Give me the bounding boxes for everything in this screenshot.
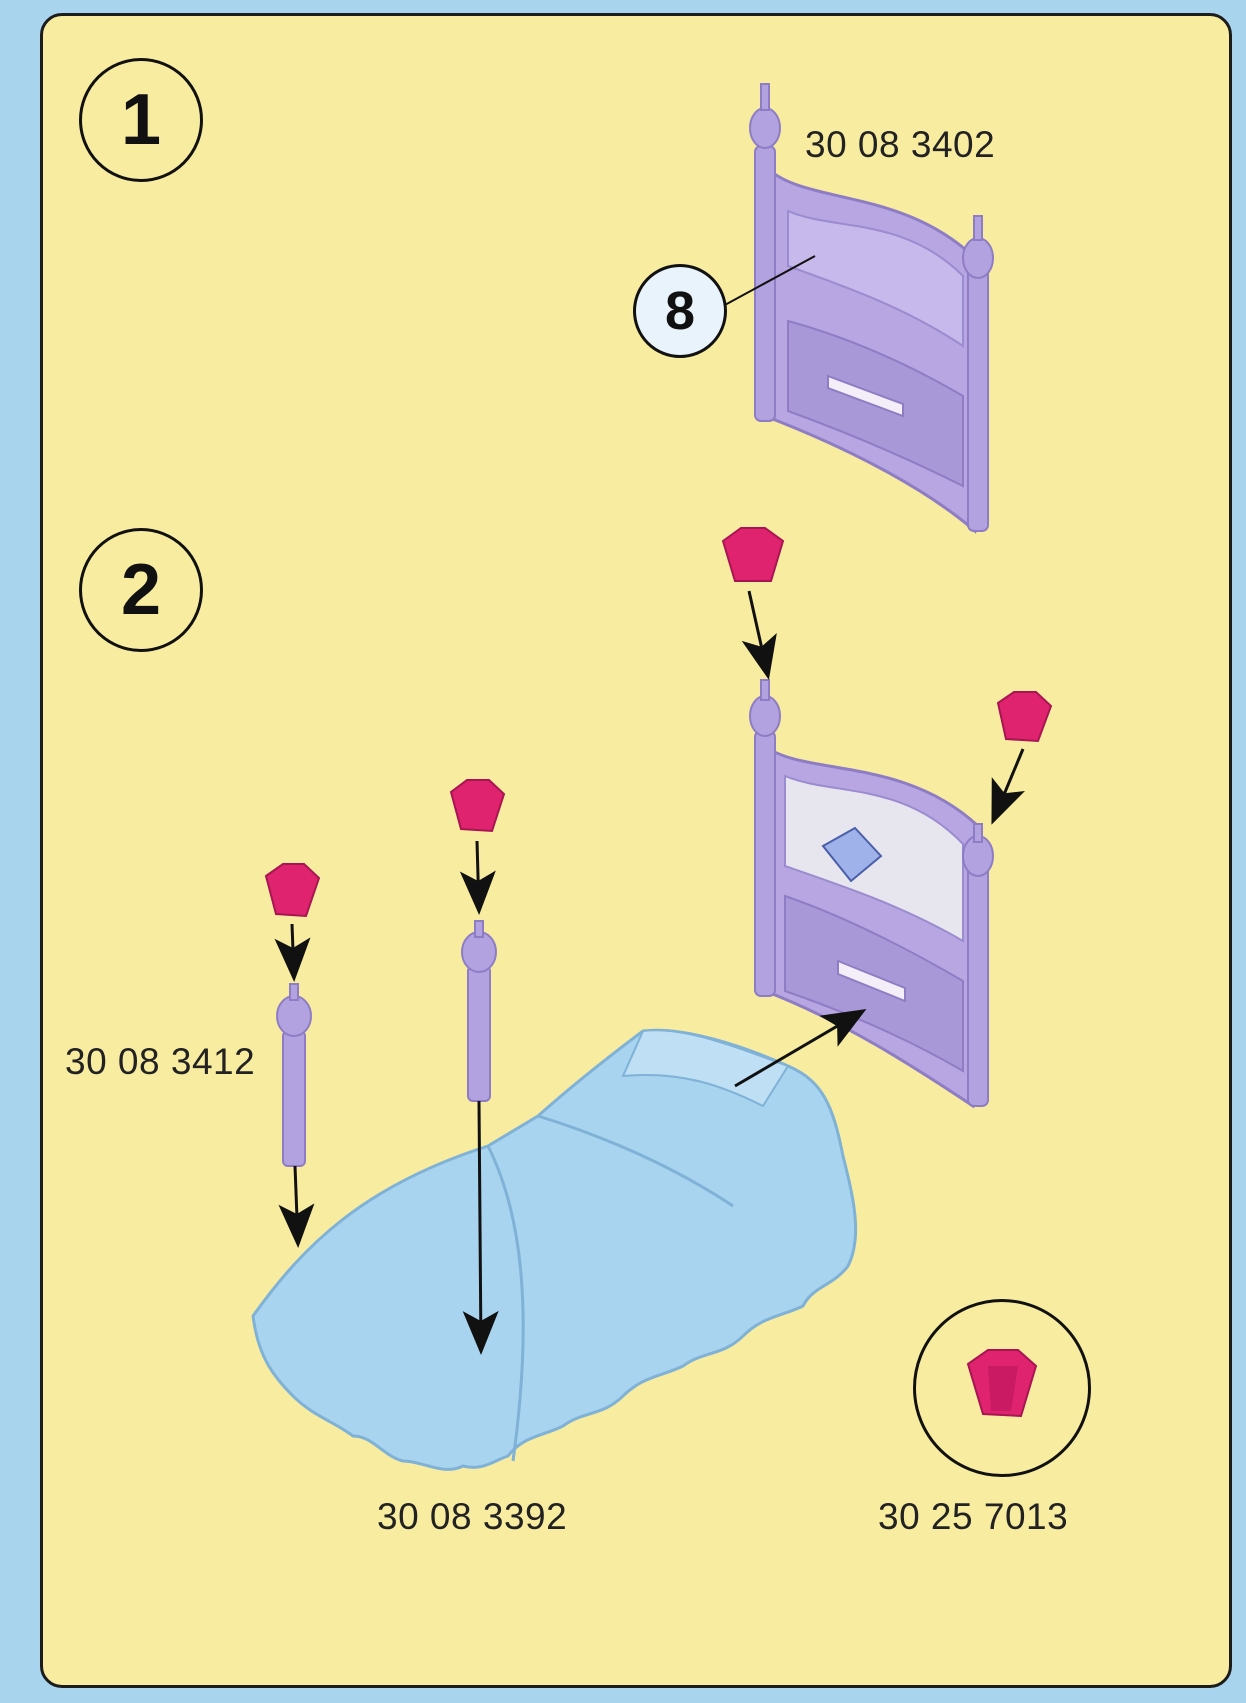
headboard-step2-graphic [750, 680, 993, 1106]
part-number-headboard: 30 08 3402 [805, 124, 995, 166]
part-number-gem-cap: 30 25 7013 [878, 1496, 1068, 1538]
gem-detail-circle [913, 1299, 1091, 1477]
part-callout-8: 8 [633, 264, 727, 358]
bed-graphic [253, 1030, 856, 1469]
part-number-bedpost: 30 08 3412 [65, 1041, 255, 1083]
step-1-number: 1 [79, 58, 203, 182]
instruction-panel: 1 2 8 30 08 3402 30 08 3412 30 08 3392 3… [40, 13, 1232, 1688]
bedpost-left-graphic [277, 984, 311, 1166]
bedpost-center-graphic [462, 921, 496, 1101]
part-number-bed: 30 08 3392 [377, 1496, 567, 1538]
step-2-number: 2 [79, 528, 203, 652]
